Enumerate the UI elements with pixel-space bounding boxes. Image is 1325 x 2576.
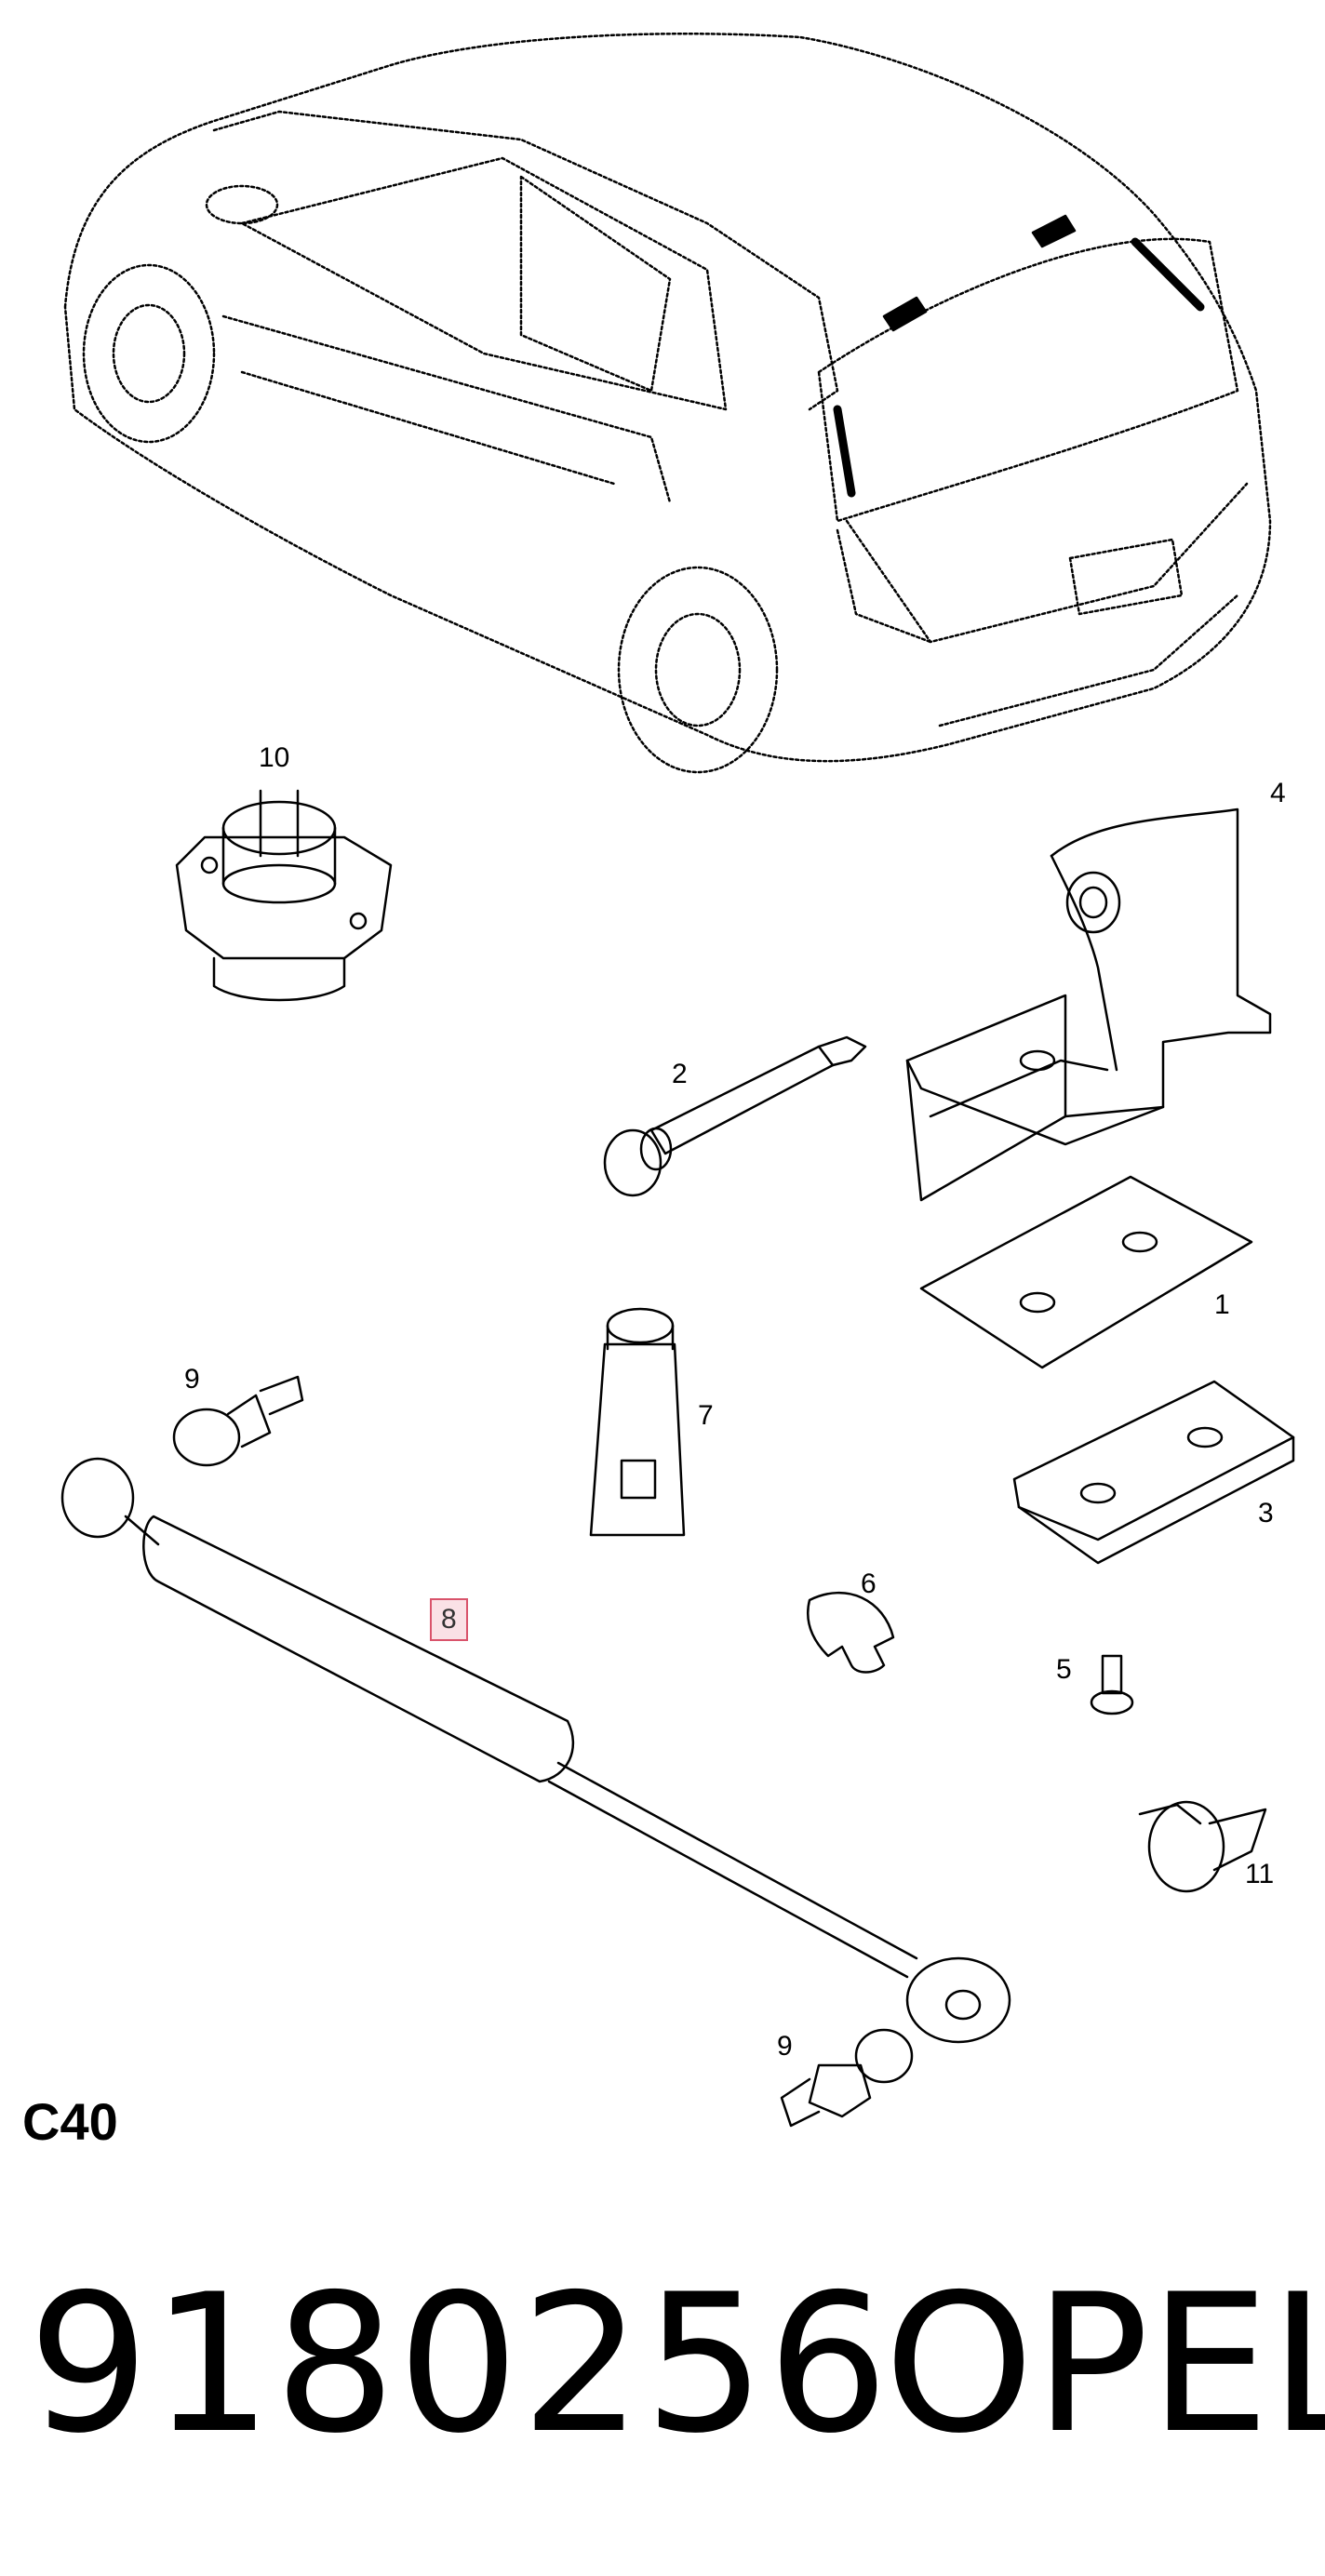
brand-name: OPEL — [884, 2254, 1325, 2476]
rear-gas-struts-on-car — [833, 237, 1205, 498]
callout-1: 1 — [1214, 1289, 1230, 1320]
part-11-push-clip — [1138, 1800, 1267, 1893]
part-8-gas-strut — [60, 1457, 1011, 2044]
callout-3: 3 — [1258, 1498, 1274, 1528]
part-9-ball-stud-upper — [172, 1375, 304, 1467]
part-2-pin — [603, 1035, 867, 1197]
part-9-ball-stud-lower — [780, 2028, 914, 2128]
hinge-mounts-on-car — [882, 214, 1077, 332]
callout-9-upper: 9 — [184, 1364, 200, 1395]
part-4-hinge — [905, 808, 1272, 1202]
callout-7: 7 — [698, 1400, 714, 1431]
callout-5: 5 — [1056, 1654, 1072, 1685]
section-code: C40 — [22, 2092, 118, 2151]
exploded-parts-diagram — [60, 33, 1295, 2128]
callout-9-lower: 9 — [777, 2031, 793, 2062]
part-3-plate — [1012, 1380, 1295, 1565]
part-6-clip — [806, 1591, 895, 1674]
callout-2: 2 — [672, 1059, 688, 1089]
callout-4: 4 — [1270, 778, 1286, 808]
part-7-tube — [589, 1307, 686, 1537]
part-5-screw — [1090, 1654, 1134, 1715]
part-10-actuator — [175, 789, 393, 1002]
car-illustration — [63, 33, 1272, 774]
callout-8-highlighted[interactable]: 8 — [430, 1598, 468, 1641]
callout-6: 6 — [861, 1568, 877, 1599]
part-1-gasket — [919, 1175, 1253, 1369]
callout-10: 10 — [259, 742, 290, 773]
part-number: 9180256 — [28, 2254, 890, 2476]
callout-11: 11 — [1245, 1859, 1275, 1889]
